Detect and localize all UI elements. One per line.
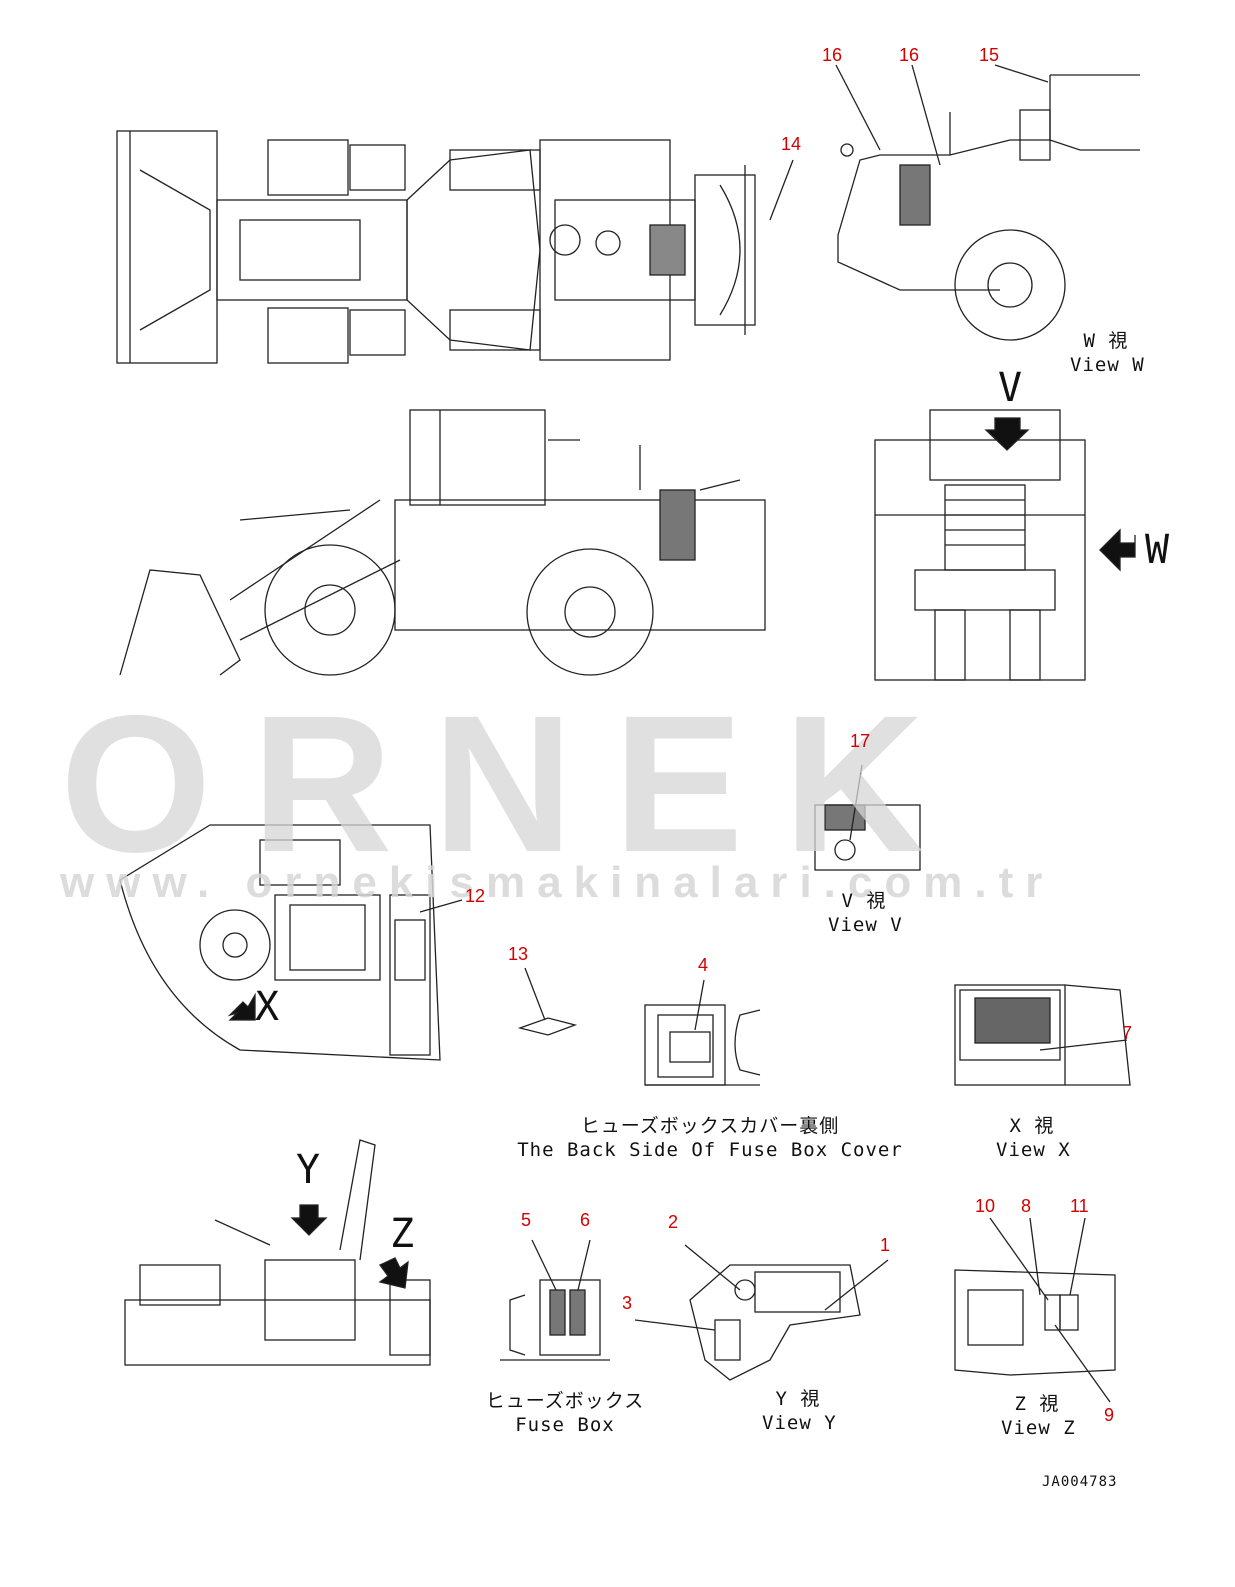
fuse-box-label-jp: ヒューズボックス	[485, 1390, 645, 1412]
watermark-url: www. ornekismakinalari.com.tr	[60, 858, 1055, 907]
callout-16b: 16	[899, 45, 920, 65]
view-v-label-en: View V	[828, 914, 903, 936]
callout-6: 6	[580, 1210, 591, 1230]
cab-top-view	[119, 824, 463, 1061]
view-v-label-jp: V 視	[841, 890, 887, 912]
callout-13: 13	[508, 944, 529, 964]
view-z-label-jp: Z 視	[1014, 1393, 1060, 1415]
view-w-drawing	[837, 74, 1140, 341]
fuse-cover-label-en: The Back Side Of Fuse Box Cover	[517, 1139, 903, 1161]
callout-1: 1	[880, 1235, 891, 1255]
arrow-letter-z: Z	[390, 1211, 415, 1257]
callout-5: 5	[521, 1210, 532, 1230]
arrow-letter-x: X	[255, 984, 280, 1030]
cab-side-view	[124, 1139, 431, 1366]
callout-10: 10	[975, 1196, 996, 1216]
callout-3: 3	[622, 1293, 633, 1313]
view-y-label-en: View Y	[762, 1412, 837, 1434]
callout-16a: 16	[822, 45, 843, 65]
fuse-box-label-en: Fuse Box	[515, 1414, 615, 1436]
part-13-drawing	[517, 967, 578, 1036]
callout-12: 12	[465, 886, 486, 906]
view-y-drawing	[634, 1244, 889, 1381]
view-y-label-jp: Y 視	[775, 1388, 821, 1410]
arrow-letter-v: V	[998, 365, 1023, 411]
callout-7: 7	[1122, 1023, 1133, 1043]
arrow-letter-w: W	[1145, 527, 1170, 573]
view-w-label-en: View W	[1070, 354, 1145, 376]
callout-15: 15	[979, 45, 1000, 65]
callout-11: 11	[1070, 1196, 1089, 1216]
callout-8: 8	[1021, 1196, 1032, 1216]
loader-side-view	[119, 409, 766, 676]
watermark-brand: ORNEK	[60, 675, 965, 893]
fuse-cover-label-jp: ヒューズボックスカバー裏側	[580, 1115, 840, 1137]
view-x-drawing	[954, 984, 1131, 1086]
fuse-box-drawing	[500, 1239, 610, 1361]
loader-rear-view	[874, 409, 1136, 681]
view-z-drawing	[954, 1217, 1116, 1403]
callout-4: 4	[698, 955, 709, 975]
loader-top-view	[116, 130, 756, 364]
view-x-label-jp: X 視	[1009, 1115, 1055, 1137]
callout-17: 17	[850, 731, 871, 751]
view-x-label-en: View X	[996, 1139, 1071, 1161]
view-z-label-en: View Z	[1001, 1417, 1076, 1439]
view-v-drawing	[814, 764, 921, 871]
drawing-code: JA004783	[1042, 1474, 1118, 1490]
callout-2: 2	[668, 1212, 679, 1232]
view-w-label-jp: W 視	[1083, 330, 1129, 352]
callout-14: 14	[781, 134, 802, 154]
callout-9: 9	[1104, 1405, 1115, 1425]
arrow-letter-y: Y	[296, 1147, 321, 1193]
fuse-box-cover-drawing	[644, 979, 761, 1086]
